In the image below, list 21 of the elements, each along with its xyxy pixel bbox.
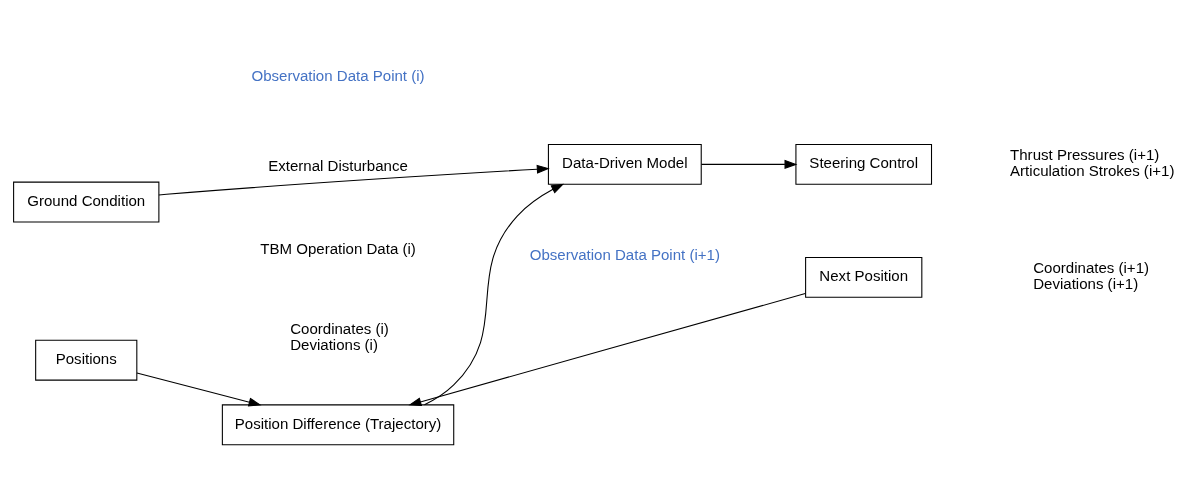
label: Observation Data Point (i) <box>251 67 425 85</box>
node-label: Deviations (i+1) <box>1033 275 1139 293</box>
node-box: Ground Condition <box>13 181 160 223</box>
arrow <box>700 159 798 169</box>
node-box: Next Position <box>805 256 923 298</box>
node-label: Coordinates (i+1) <box>1033 259 1150 277</box>
node-box: Data-Driven Model <box>547 143 702 185</box>
label: TBM Operation Data (i) <box>260 240 416 258</box>
node-box: Steering Control <box>795 143 933 185</box>
node-label: Coordinates (i) <box>290 319 389 337</box>
node-label: Thrust Pressures (i+1) <box>1010 146 1160 164</box>
arrow <box>158 164 550 196</box>
node-label: Deviations (i) <box>290 335 378 353</box>
node-box: Position Difference (Trajectory) <box>221 404 455 446</box>
arrow <box>423 183 565 406</box>
node-box: Positions <box>35 339 138 381</box>
label: Observation Data Point (i+1) <box>529 245 720 263</box>
arrow <box>136 372 262 407</box>
arrow <box>408 293 806 407</box>
edge-label: External Disturbance <box>268 157 408 175</box>
node-label: Articulation Strokes (i+1) <box>1010 162 1175 180</box>
